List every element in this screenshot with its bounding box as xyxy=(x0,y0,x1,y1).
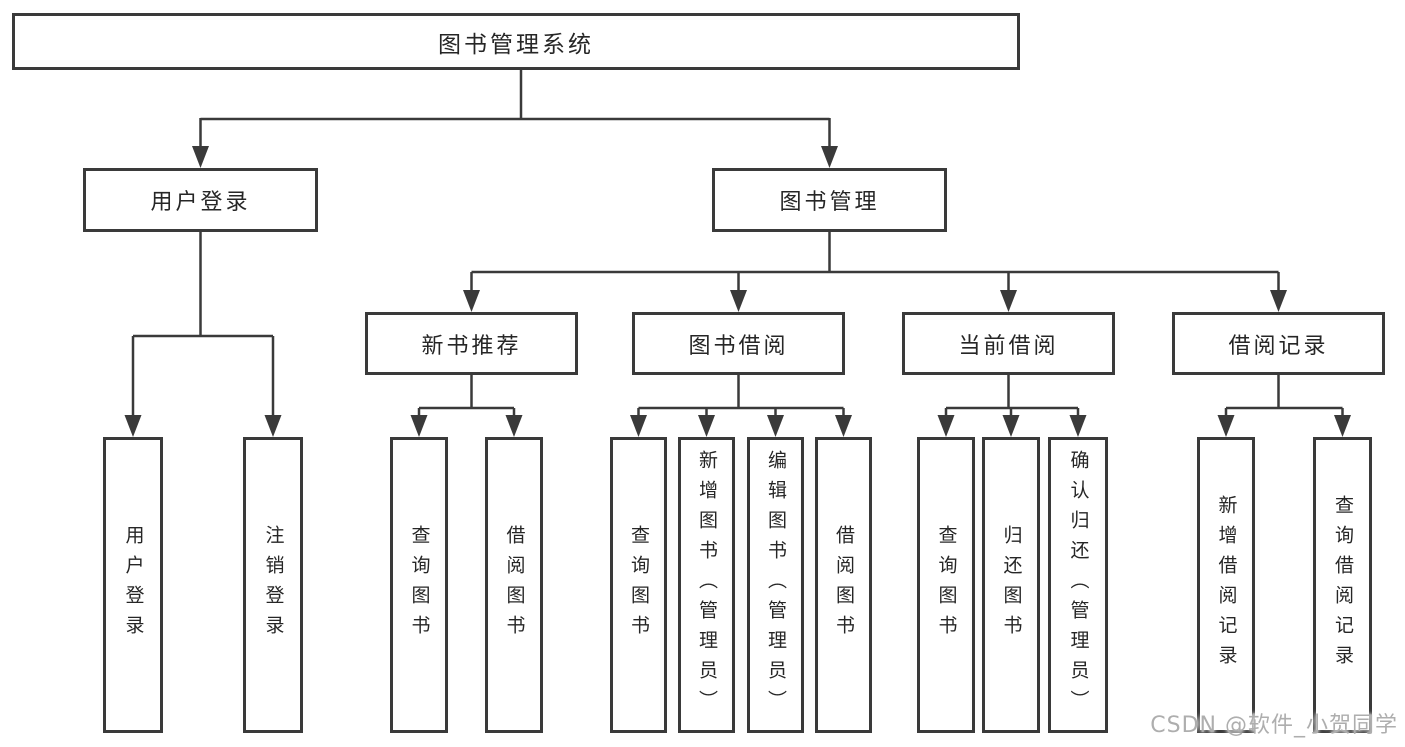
leaf-bb-borrow-books: 借阅图书 xyxy=(815,437,872,733)
leaf-bb-add-books-admin: 新增图书（管理员） xyxy=(678,437,735,733)
node-current-borrowing: 当前借阅 xyxy=(902,312,1115,375)
leaf-cb-confirm-return-admin: 确认归还（管理员） xyxy=(1048,437,1108,733)
leaf-logout: 注销登录 xyxy=(243,437,303,733)
leaf-br-query-record: 查询借阅记录 xyxy=(1313,437,1372,733)
node-new-book-recommend: 新书推荐 xyxy=(365,312,578,375)
leaf-nb-query-books: 查询图书 xyxy=(390,437,448,733)
node-book-management: 图书管理 xyxy=(712,168,947,232)
leaf-cb-return-books: 归还图书 xyxy=(982,437,1040,733)
leaf-user-login: 用户登录 xyxy=(103,437,163,733)
leaf-bb-query-books: 查询图书 xyxy=(610,437,667,733)
node-book-borrowing: 图书借阅 xyxy=(632,312,845,375)
leaf-cb-query-books: 查询图书 xyxy=(917,437,975,733)
leaf-br-add-record: 新增借阅记录 xyxy=(1197,437,1255,733)
leaf-bb-edit-books-admin: 编辑图书（管理员） xyxy=(747,437,804,733)
node-user-login: 用户登录 xyxy=(83,168,318,232)
watermark: CSDN @软件_小贺同学 xyxy=(1150,713,1398,738)
node-library-system: 图书管理系统 xyxy=(12,13,1020,70)
arrowheads xyxy=(124,146,1351,437)
node-borrowing-records: 借阅记录 xyxy=(1172,312,1385,375)
leaf-nb-borrow-books: 借阅图书 xyxy=(485,437,543,733)
